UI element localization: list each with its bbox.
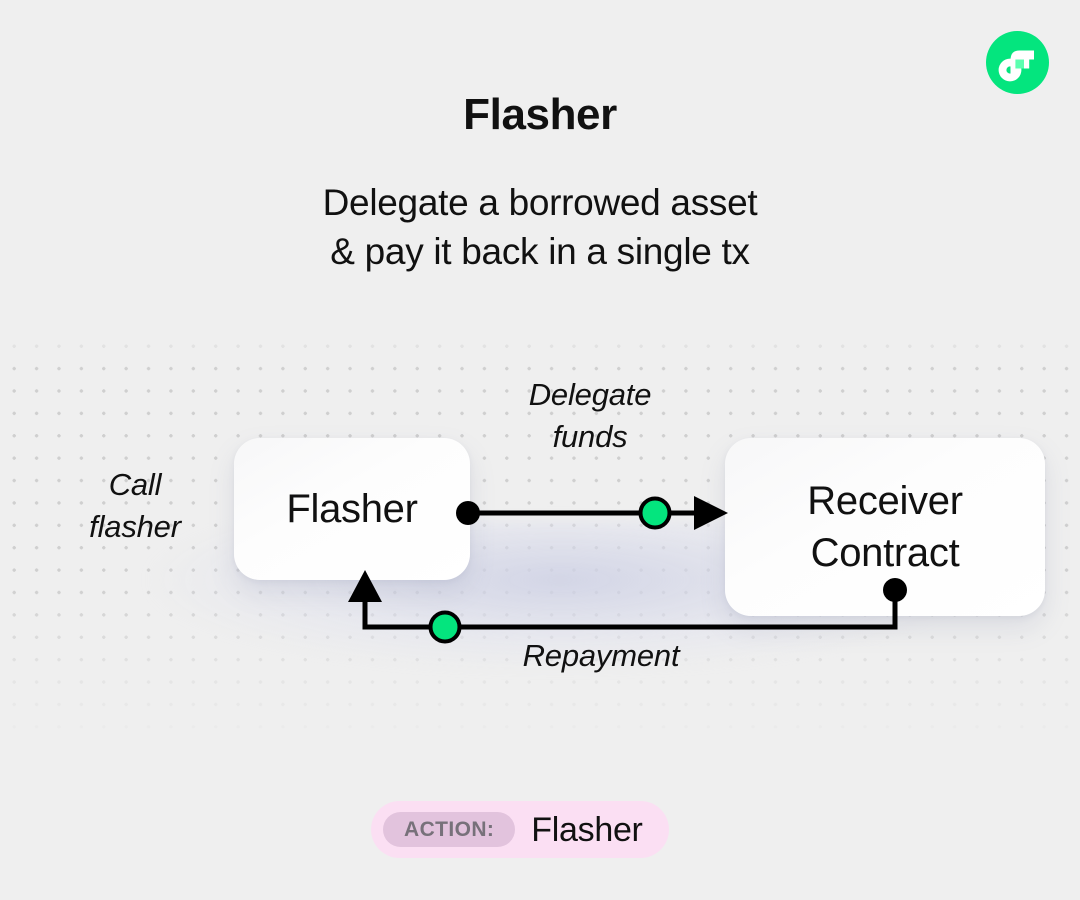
delegate-funds-line-1: Delegate (528, 377, 652, 412)
connector-layer (348, 496, 907, 644)
brand-logo[interactable] (986, 31, 1049, 94)
edge-repayment-origin-dot (883, 578, 907, 602)
edge-repayment-token-dot[interactable] (428, 610, 462, 644)
call-flasher-line-1: Call (108, 467, 162, 502)
edge-delegate-origin-dot (456, 501, 480, 525)
subtitle-line-1: Delegate a borrowed asset (322, 182, 758, 223)
edge-label-delegate-funds: Delegate funds (485, 374, 695, 458)
node-flasher[interactable]: Flasher (234, 438, 470, 580)
edge-repayment-arrowhead (348, 570, 382, 602)
action-badge-value: Flasher (531, 810, 643, 849)
subtitle-line-2: & pay it back in a single tx (330, 231, 750, 272)
delegate-funds-line-2: funds (552, 419, 628, 454)
node-receiver-label-line-2: Contract (810, 531, 960, 575)
edge-label-repayment: Repayment (522, 638, 680, 673)
fluid-f-logo-icon (998, 50, 1034, 82)
edge-repayment-line (362, 592, 898, 630)
edge-delegate-token-dot[interactable] (638, 496, 672, 530)
node-receiver-label-line-1: Receiver (807, 479, 963, 523)
node-flasher-label: Flasher (286, 487, 418, 531)
edge-delegate-arrowhead (694, 496, 728, 530)
action-badge[interactable]: ACTION: Flasher (371, 801, 669, 858)
action-badge-key: ACTION: (383, 812, 516, 847)
call-flasher-line-2: flasher (89, 509, 181, 544)
page-title: Flasher (463, 90, 617, 140)
edge-label-call-flasher: Call flasher (40, 464, 230, 548)
flow-diagram: Call flasher Delegate funds Repayment Fl… (0, 330, 1080, 760)
page-subtitle: Delegate a borrowed asset & pay it back … (0, 178, 1080, 276)
